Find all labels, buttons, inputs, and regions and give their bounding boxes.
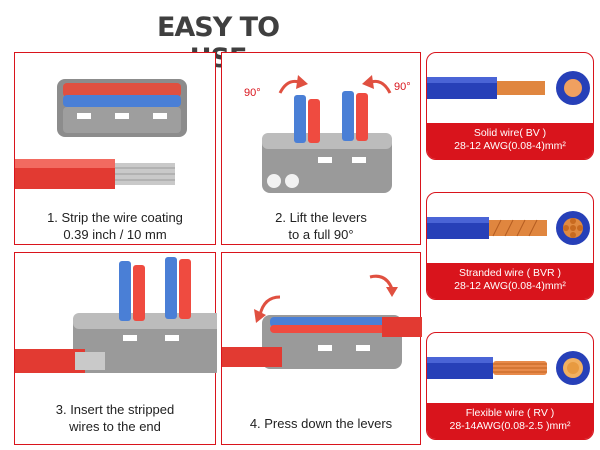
wire-flexible-spec: 28-14AWG(0.08-2.5 )mm² [449, 420, 571, 432]
wire-type-stranded: Stranded wire ( BVR ) 28-12 AWG(0.08-4)m… [426, 192, 594, 300]
step-2-caption-line1: 2. Lift the levers [275, 210, 367, 225]
step-2-panel: 90° 90° 2. Lift the levers to a full 90° [221, 52, 421, 245]
wire-flexible-name: Flexible wire ( RV ) [465, 407, 555, 419]
wire-type-flexible: Flexible wire ( RV ) 28-14AWG(0.08-2.5 )… [426, 332, 594, 440]
step-3-caption-line1: 3. Insert the stripped [55, 402, 175, 417]
wire-solid-spec: 28-12 AWG(0.08-4)mm² [454, 140, 566, 152]
step-1-caption-line1: 1. Strip the wire coating [47, 210, 183, 225]
angle-label-left: 90° [244, 87, 261, 99]
step-1-caption-line2: 0.39 inch / 10 mm [63, 227, 167, 242]
wire-solid-name: Solid wire( BV ) [473, 127, 547, 139]
connector-illustration [15, 257, 217, 373]
stranded-wire-icon [427, 211, 590, 245]
wire-stranded-name: Stranded wire ( BVR ) [458, 267, 562, 279]
flexible-wire-icon [427, 351, 590, 385]
step-3-panel: 3. Insert the stripped wires to the end [14, 252, 217, 445]
wire-type-solid: Solid wire( BV ) 28-12 AWG(0.08-4)mm² [426, 52, 594, 160]
step-3-caption-line2: wires to the end [69, 419, 161, 434]
step-4-panel: 4. Press down the levers [221, 252, 422, 445]
step-2-caption-line2: to a full 90° [288, 227, 354, 242]
connector-illustration [262, 75, 392, 193]
solid-wire-icon [427, 71, 590, 105]
wire-stranded-spec: 28-12 AWG(0.08-4)mm² [454, 280, 566, 292]
connector-illustration [15, 79, 187, 189]
step-1-panel: 1. Strip the wire coating 0.39 inch / 10… [14, 52, 216, 245]
connector-illustration [222, 274, 422, 369]
step-4-caption-line1: 4. Press down the levers [249, 416, 393, 431]
angle-label-right: 90° [394, 81, 411, 93]
